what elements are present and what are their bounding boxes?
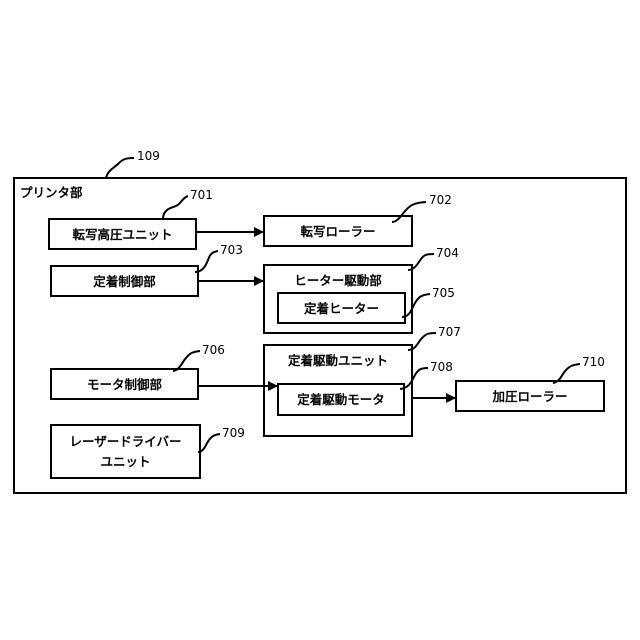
motor-controller-label: モータ制御部 [87, 377, 163, 392]
fixing-heater-label: 定着ヒーター [303, 301, 379, 316]
transfer-roller-ref: 702 [429, 193, 452, 207]
fixing-drive-motor-ref: 708 [430, 360, 453, 374]
motor-controller-ref: 706 [202, 343, 225, 357]
fixing-drive-unit-ref: 707 [438, 325, 461, 339]
laser-driver-unit-box [51, 425, 200, 478]
transfer-roller-label: 転写ローラー [300, 224, 375, 239]
laser-driver-unit-label-line1: レーザードライバー [69, 434, 181, 449]
pressure-roller-label: 加圧ローラー [491, 389, 567, 404]
laser-driver-unit-leader [198, 434, 220, 452]
laser-driver-unit-label-line2: ユニット [100, 454, 150, 469]
fixing-drive-motor-label: 定着駆動モータ [296, 392, 385, 407]
fixing-controller-label: 定着制御部 [92, 274, 156, 289]
fixing-drive-unit-label: 定着駆動ユニット [287, 353, 388, 368]
printer-section-leader [106, 158, 134, 178]
heater-driver-ref: 704 [436, 246, 459, 260]
printer-section-ref: 109 [137, 149, 160, 163]
transfer-hv-unit-ref: 701 [190, 188, 213, 202]
laser-driver-unit-ref: 709 [222, 426, 245, 440]
pressure-roller-ref: 710 [582, 355, 605, 369]
transfer-hv-unit-leader [163, 196, 188, 219]
fixing-controller-ref: 703 [220, 243, 243, 257]
heater-driver-label: ヒーター駆動部 [294, 273, 382, 288]
transfer-hv-unit-label: 転写高圧ユニット [72, 227, 172, 242]
fixing-heater-ref: 705 [432, 286, 455, 300]
printer-section-label: プリンタ部 [20, 185, 83, 200]
